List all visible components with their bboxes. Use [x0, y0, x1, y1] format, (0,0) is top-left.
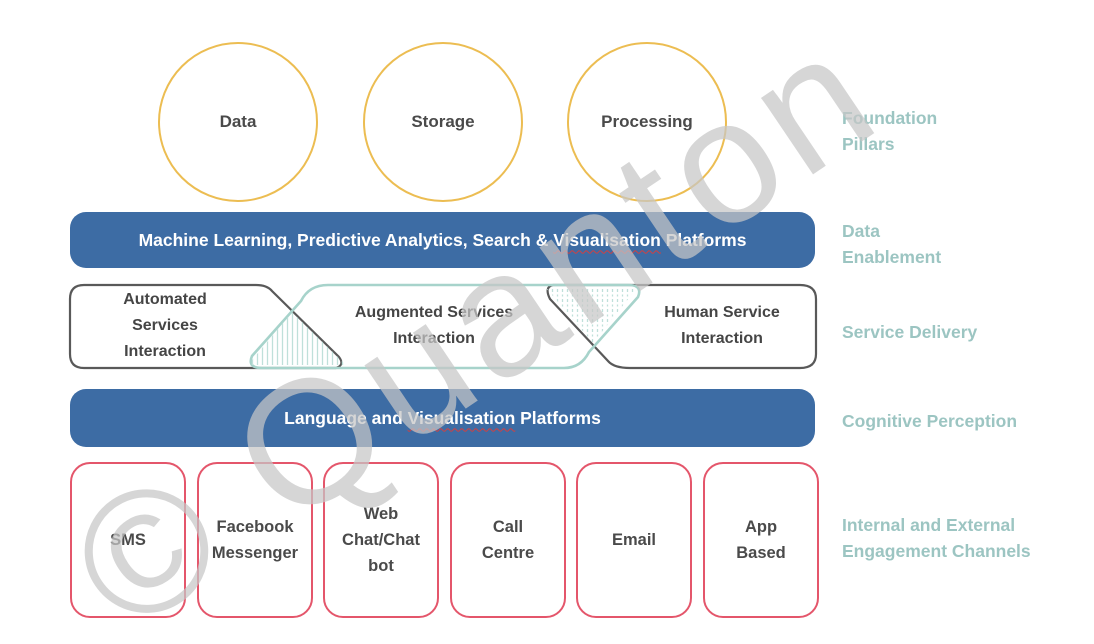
channel-box-web-chat-chatbot: Web Chat/Chat bot	[323, 462, 439, 618]
channel-box-sms: SMS	[70, 462, 186, 618]
pillar-circle-label: Data	[219, 112, 257, 131]
data-enablement-bar-label: Machine Learning, Predictive Analytics, …	[139, 230, 747, 251]
bar-label-text: Language and	[284, 407, 408, 428]
bar-label-text: Platforms	[515, 407, 601, 428]
overlap-hatch-left	[248, 312, 346, 365]
data-enablement-bar: Machine Learning, Predictive Analytics, …	[70, 212, 815, 268]
cognitive-perception-bar-label: Language and Visualisation Platforms	[284, 408, 601, 429]
pillar-circle-label: Processing	[601, 112, 693, 131]
row-label-data-enablement: Data Enablement	[842, 221, 942, 267]
bar-label-underlined-word: Visualisation	[553, 229, 661, 250]
bar-label-text: Machine Learning, Predictive Analytics, …	[138, 229, 554, 250]
pillar-circle-processing: Processing	[567, 42, 727, 202]
row-label-cognitive-perception: Cognitive Perception	[842, 411, 1018, 431]
pillar-circle-storage: Storage	[363, 42, 523, 202]
row-label-engagement-channels: Internal and External Engagement Channel…	[842, 515, 1031, 561]
row-label-foundation-pillars: Foundation Pillars	[842, 108, 938, 154]
bar-label-underlined-word: Visualisation	[407, 407, 516, 428]
pillar-circle-label: Storage	[411, 112, 475, 131]
channel-box-facebook-messenger: Facebook Messenger	[197, 462, 313, 618]
augmented-services-label: Augmented Services Interaction	[354, 304, 514, 347]
channel-box-app-based: App Based	[703, 462, 819, 618]
channel-box-email: Email	[576, 462, 692, 618]
cognitive-perception-bar: Language and Visualisation Platforms	[70, 389, 815, 447]
channel-box-call-centre: Call Centre	[450, 462, 566, 618]
human-service-label: Human Service Interaction	[664, 304, 780, 347]
row-label-service-delivery: Service Delivery	[842, 322, 978, 342]
pillar-circle-data: Data	[158, 42, 318, 202]
overlap-hatch-right	[546, 288, 637, 343]
automated-services-label: Automated Services Interaction	[123, 291, 207, 360]
bar-label-text: Platforms	[660, 229, 747, 250]
